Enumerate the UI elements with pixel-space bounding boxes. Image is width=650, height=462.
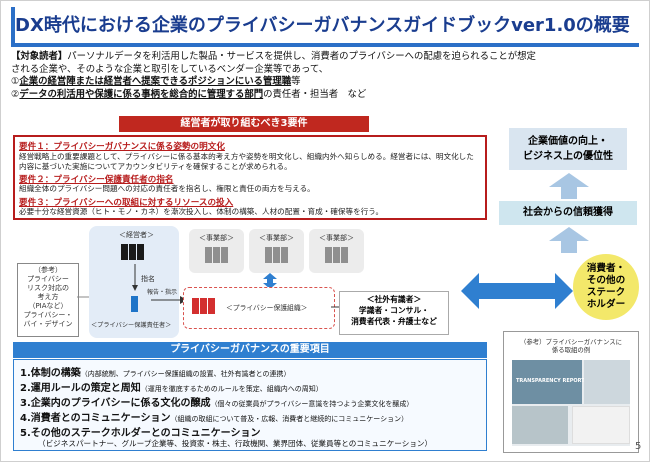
gov-item-2: 2.運用ルールの策定と周知（運用を徹底するためのルールを策定、組織内への周知） xyxy=(20,379,323,394)
audience-item1-num: ① xyxy=(11,76,20,87)
requirement-1-head: 要件１：プライバシーガバナンスに係る姿勢の明文化 xyxy=(19,142,225,152)
privacy-organization: ＜プライバシー保護組織＞ xyxy=(183,287,335,329)
audience-item2: データの利活用や保護に係る事柄を総合的に管理する部門 xyxy=(19,88,264,100)
governance-title: プライバシーガバナンスの重要項目 xyxy=(13,342,487,358)
up-arrow-icon-top xyxy=(549,173,589,199)
appoint-label: 指名 xyxy=(141,275,155,283)
ref-line5: プライバシー・ xyxy=(23,311,73,319)
executive-area: ＜経営者＞ 指名 ＜プライバシー保護責任者＞ xyxy=(89,226,179,338)
privacy-org-people-icon xyxy=(192,298,215,314)
audience-line2: される企業や、そのような企業と取引をしているベンダー企業等であって、 xyxy=(11,63,329,75)
dept1-label: ＜事業部＞ xyxy=(199,234,234,242)
audience-item2-num: ② xyxy=(11,88,20,100)
example-caption-line1: （参考）プライバシーガバナンスに xyxy=(520,338,622,346)
requirement-1-text: 経営戦略上の重要課題として、プライバシーに係る基本的考え方や姿勢を明文化し、組織… xyxy=(19,152,474,171)
gov-item-5-sub: （ビジネスパートナー、グループ企業等、投資家・株主、行政機関、業界団体、従業員等… xyxy=(38,439,433,448)
gov-item-5-label: 5.その他のステークホルダーとのコミュニケーション xyxy=(20,428,261,439)
gov-item-3: 3.企業内のプライバシーに係る文化の醸成（個々の従業員がプライバシー意識を持つよ… xyxy=(20,394,413,409)
stake-line2: その他の xyxy=(586,275,626,286)
audience-line1: パーソナルデータを利活用した製品・サービスを提供し、消費者のプライバシーへの配慮… xyxy=(67,51,536,62)
appoint-arrow-icon xyxy=(132,264,138,291)
gov-item-3-sub: （個々の従業員がプライバシー意識を持つよう企業文化を醸成） xyxy=(210,400,414,408)
ext-line1: 学識者・コンサル・ xyxy=(358,306,430,315)
example-caption: （参考）プライバシーガバナンスに 係る取組の例 xyxy=(508,338,634,354)
business-unit-1: ＜事業部＞ xyxy=(189,229,244,273)
business-unit-3: ＜事業部＞ xyxy=(309,229,364,273)
social-trust-box: 社会からの信頼獲得 xyxy=(499,201,637,225)
ref-line4: （PIAなど） xyxy=(28,302,68,310)
example-caption-line2: 係る取組の例 xyxy=(551,346,591,354)
requirement-3-text: 必要十分な経営資源（ヒト・モノ・カネ）を漸次投入し、体制の構築、人材の配置・育成… xyxy=(19,207,384,216)
executive-people-icon xyxy=(121,244,144,260)
executive-label: ＜経営者＞ xyxy=(119,231,154,239)
ref-line2: リスク対応の xyxy=(27,284,69,292)
external-experts-box: ＜社外有識者＞ 学識者・コンサル・ 消費者代表・弁護士など xyxy=(339,291,449,335)
privacy-officer-label: ＜プライバシー保護責任者＞ xyxy=(91,322,172,329)
privacy-officer-icon xyxy=(131,296,138,312)
requirement-2-text: 組織全体のプライバシー問題への対応の責任者を指名し、権限と責任の両方を与える。 xyxy=(19,184,315,193)
requirement-3-head: 要件３：プライバシーへの取組に対するリソースの投入 xyxy=(19,198,234,208)
gov-item-4: 4.消費者とのコミュニケーション（組織の取組について普及・広報、消費者と継続的に… xyxy=(20,409,408,424)
stake-line3: ステーク xyxy=(586,287,626,298)
corporate-value-box: 企業価値の向上・ ビジネス上の優位性 xyxy=(509,128,627,170)
dept2-people-icon xyxy=(265,247,288,263)
reference-note-box: （参考） プライバシー リスク対応の 考え方 （PIAなど） プライバシー・ バ… xyxy=(17,263,79,337)
ref-line3: 考え方 xyxy=(37,293,59,301)
governance-items-box: 1.体制の構築（内部統制、プライバシー保護組織の設置、社外有識者との連携） 2.… xyxy=(13,359,487,451)
dept3-label: ＜事業部＞ xyxy=(319,234,354,242)
dept3-people-icon xyxy=(325,247,348,263)
stake-line4: ホルダー xyxy=(586,299,626,310)
slide-title: DX時代における企業のプライバシーガバナンスガイドブックver1.0の概要 xyxy=(15,15,630,36)
gov-item-3-label: 3.企業内のプライバシーに係る文化の醸成 xyxy=(20,398,211,409)
two-way-vertical-arrow-icon xyxy=(263,273,277,289)
ref-head: （参考） xyxy=(34,266,62,274)
reference-example-box: （参考）プライバシーガバナンスに 係る取組の例 TRANSPARENCY REP… xyxy=(503,331,639,453)
dept2-label: ＜事業部＞ xyxy=(259,234,294,242)
gov-item-2-sub: （運用を徹底するためのルールを策定、組織内への周知） xyxy=(140,385,323,393)
ref-line6: バイ・デザイン xyxy=(23,320,73,328)
ext-line2: 消費者代表・弁護士など xyxy=(351,317,437,326)
requirement-2-head: 要件２：プライバシー保護責任者の指名 xyxy=(19,175,174,185)
gov-item-4-sub: （組織の取組について普及・広報、消費者と継続的にコミュニケーション） xyxy=(170,415,409,423)
title-underline xyxy=(11,43,639,47)
value-line1: 企業価値の向上・ xyxy=(528,136,608,147)
page-number: 5 xyxy=(635,441,642,452)
ext-head: ＜社外有識者＞ xyxy=(366,295,422,304)
requirements-box: 要件１：プライバシーガバナンスに係る姿勢の明文化 経営戦略上の重要課題として、プ… xyxy=(13,135,487,220)
gov-item-1-label: 1.体制の構築 xyxy=(20,368,81,379)
gov-item-1: 1.体制の構築（内部統制、プライバシー保護組織の設置、社外有識者との連携） xyxy=(20,364,291,379)
business-unit-2: ＜事業部＞ xyxy=(249,229,304,273)
audience-item2-tail: の責任者・担当者 など xyxy=(263,88,367,100)
title-accent-bar xyxy=(11,7,15,43)
report-label: 報告・指示 xyxy=(147,289,178,296)
two-way-arrow-icon xyxy=(461,273,573,309)
audience-item1: 企業の経営陣または経営者へ提案できるポジションにいる管理職 xyxy=(19,76,292,87)
target-audience: 【対象読者】パーソナルデータを利活用した製品・サービスを提供し、消費者のプライバ… xyxy=(11,51,641,103)
example-img-text: TRANSPARENCY REPORT xyxy=(516,378,585,384)
audience-head: 【対象読者】 xyxy=(11,51,68,62)
gov-item-1-sub: （内部統制、プライバシー保護組織の設置、社外有識者との連携） xyxy=(80,370,291,378)
gov-item-5: 5.その他のステークホルダーとのコミュニケーション xyxy=(20,424,260,439)
privacy-org-label: ＜プライバシー保護組織＞ xyxy=(226,304,308,312)
dept1-people-icon xyxy=(205,247,228,263)
gov-item-2-label: 2.運用ルールの策定と周知 xyxy=(20,383,141,394)
connector-line xyxy=(77,296,91,298)
value-line2: ビジネス上の優位性 xyxy=(523,151,613,162)
up-arrow-icon-bottom xyxy=(549,227,589,253)
example-report-image: TRANSPARENCY REPORT xyxy=(512,360,630,446)
audience-item1-tail: 等 xyxy=(291,76,301,87)
stake-line1: 消費者・ xyxy=(586,263,626,274)
stakeholders-circle: 消費者・ その他の ステーク ホルダー xyxy=(573,254,639,320)
ref-line1: プライバシー xyxy=(27,275,69,283)
gov-item-4-label: 4.消費者とのコミュニケーション xyxy=(20,413,171,424)
requirements-title: 経営者が取り組むべき3要件 xyxy=(119,116,369,132)
